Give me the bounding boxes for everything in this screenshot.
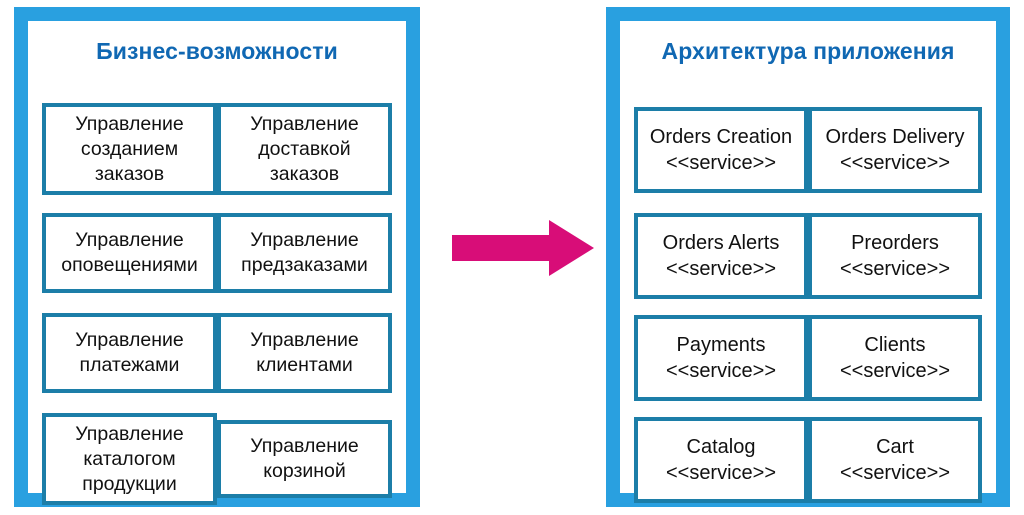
capability-line: предзаказами <box>241 254 368 276</box>
capability-row: Управление каталогом продукции Управлени… <box>42 413 392 505</box>
application-architecture-grid: Orders Creation <<service>> Orders Deliv… <box>634 89 982 503</box>
capability-line: оповещениями <box>61 254 198 276</box>
capability-line: созданием <box>80 137 179 160</box>
capability-box-preorders[interactable]: Управление предзаказами <box>217 213 392 293</box>
capability-line: заказов <box>94 162 165 185</box>
capability-box-orders-delivery[interactable]: Управление доставкой заказов <box>217 103 392 195</box>
service-name: Orders Creation <box>649 126 793 148</box>
service-box-preorders[interactable]: Preorders <<service>> <box>808 213 982 299</box>
service-box-catalog[interactable]: Catalog <<service>> <box>634 417 808 503</box>
capability-line: заказов <box>269 162 340 185</box>
capability-line: Управление <box>75 112 184 135</box>
capability-line: клиентами <box>256 354 353 376</box>
capability-line: Управление <box>250 329 359 351</box>
service-stereotype: <<service>> <box>665 258 777 280</box>
right-arrow-icon <box>452 220 594 276</box>
service-row: Orders Alerts <<service>> Preorders <<se… <box>634 213 982 299</box>
service-box-orders-alerts[interactable]: Orders Alerts <<service>> <box>634 213 808 299</box>
service-box-payments[interactable]: Payments <<service>> <box>634 315 808 401</box>
service-stereotype: <<service>> <box>839 258 951 280</box>
capability-line: корзиной <box>263 460 346 482</box>
service-box-clients[interactable]: Clients <<service>> <box>808 315 982 401</box>
service-row: Orders Creation <<service>> Orders Deliv… <box>634 107 982 193</box>
business-capabilities-panel: Бизнес-возможности Управление созданием … <box>14 7 420 507</box>
service-stereotype: <<service>> <box>839 360 951 382</box>
service-name: Payments <box>676 334 766 356</box>
capability-line: Управление <box>75 229 184 251</box>
capability-line: платежами <box>79 354 180 376</box>
service-name: Catalog <box>686 436 756 458</box>
capability-line: продукции <box>82 472 177 495</box>
service-name: Orders Alerts <box>662 232 780 254</box>
capability-box-cart[interactable]: Управление корзиной <box>217 420 392 498</box>
capability-row: Управление оповещениями Управление предз… <box>42 213 392 305</box>
capability-box-clients[interactable]: Управление клиентами <box>217 313 392 393</box>
service-stereotype: <<service>> <box>665 462 777 484</box>
capability-line: Управление <box>250 112 359 135</box>
capability-line: Управление <box>250 229 359 251</box>
business-capabilities-title: Бизнес-возможности <box>96 38 338 64</box>
capability-line: доставкой <box>258 137 351 160</box>
application-architecture-title: Архитектура приложения <box>661 38 955 64</box>
service-box-orders-creation[interactable]: Orders Creation <<service>> <box>634 107 808 193</box>
capability-box-catalog[interactable]: Управление каталогом продукции <box>42 413 217 505</box>
capability-line: Управление <box>75 329 184 351</box>
service-stereotype: <<service>> <box>839 462 951 484</box>
capability-box-payments[interactable]: Управление платежами <box>42 313 217 393</box>
capability-box-orders-creation[interactable]: Управление созданием заказов <box>42 103 217 195</box>
service-name: Clients <box>864 334 926 356</box>
capability-row: Управление платежами Управление клиентам… <box>42 313 392 405</box>
capability-row: Управление созданием заказов Управление … <box>42 103 392 195</box>
service-row: Catalog <<service>> Cart <<service>> <box>634 417 982 503</box>
service-name: Cart <box>876 436 914 458</box>
service-name: Preorders <box>851 232 939 254</box>
capability-line: каталогом <box>83 447 176 470</box>
service-stereotype: <<service>> <box>665 152 777 174</box>
application-architecture-panel: Архитектура приложения Orders Creation <… <box>606 7 1010 507</box>
service-stereotype: <<service>> <box>665 360 777 382</box>
service-row: Payments <<service>> Clients <<service>> <box>634 315 982 401</box>
service-box-cart[interactable]: Cart <<service>> <box>808 417 982 503</box>
capability-box-alerts[interactable]: Управление оповещениями <box>42 213 217 293</box>
service-stereotype: <<service>> <box>839 152 951 174</box>
capability-line: Управление <box>250 435 359 457</box>
capability-line: Управление <box>75 422 184 445</box>
service-box-orders-delivery[interactable]: Orders Delivery <<service>> <box>808 107 982 193</box>
service-name: Orders Delivery <box>825 126 965 148</box>
business-capabilities-grid: Управление созданием заказов Управление … <box>42 89 392 505</box>
